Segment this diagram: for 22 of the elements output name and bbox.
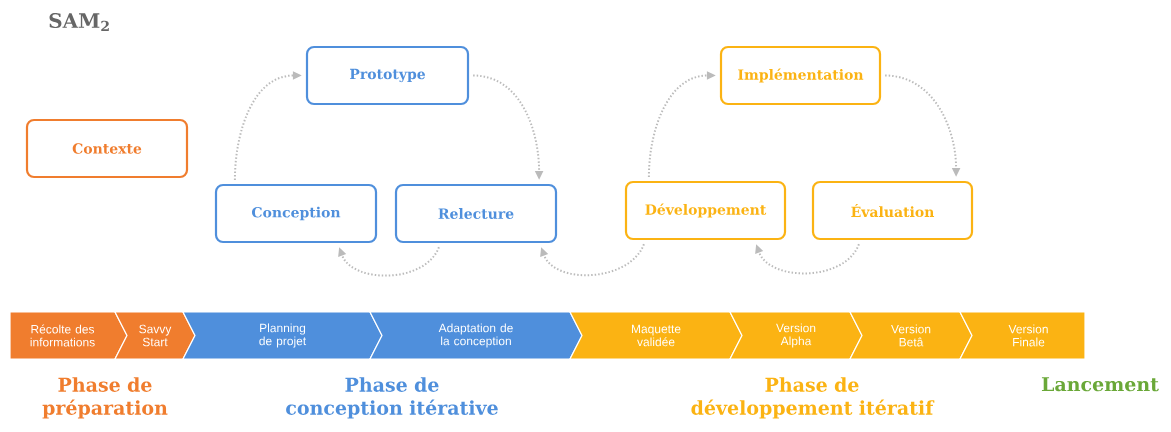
phase-label: Phase de développement itératif <box>691 377 935 419</box>
phase-label: Phase de préparation <box>42 377 168 419</box>
chevron-step: Version Finale <box>959 311 1086 360</box>
cycle-arrow <box>338 246 440 277</box>
step-box: Évaluation <box>811 180 974 241</box>
step-box: Implémentation <box>719 45 882 106</box>
phase-label: Lancement <box>1041 377 1159 392</box>
chevron-step: Maquette validée <box>569 311 743 360</box>
cycle-arrow <box>540 243 645 277</box>
step-box: Conception <box>214 183 378 244</box>
step-box: Contexte <box>25 118 189 179</box>
chevron-step: Adaptation de la conception <box>369 311 583 360</box>
chevron-step: Savvy Start <box>114 311 196 360</box>
cycle-arrow <box>755 243 860 275</box>
phase-label: Phase de conception itérative <box>286 377 498 419</box>
step-box: Relecture <box>394 183 558 244</box>
chevron-step: Version Alpha <box>729 311 863 360</box>
chevron-step: Récolte des informations <box>9 311 128 360</box>
chevron-step: Planning de projet <box>182 311 383 360</box>
step-box: Développement <box>624 180 787 241</box>
step-box: Prototype <box>305 45 470 106</box>
title: SAM$_{2}$ <box>49 12 109 32</box>
